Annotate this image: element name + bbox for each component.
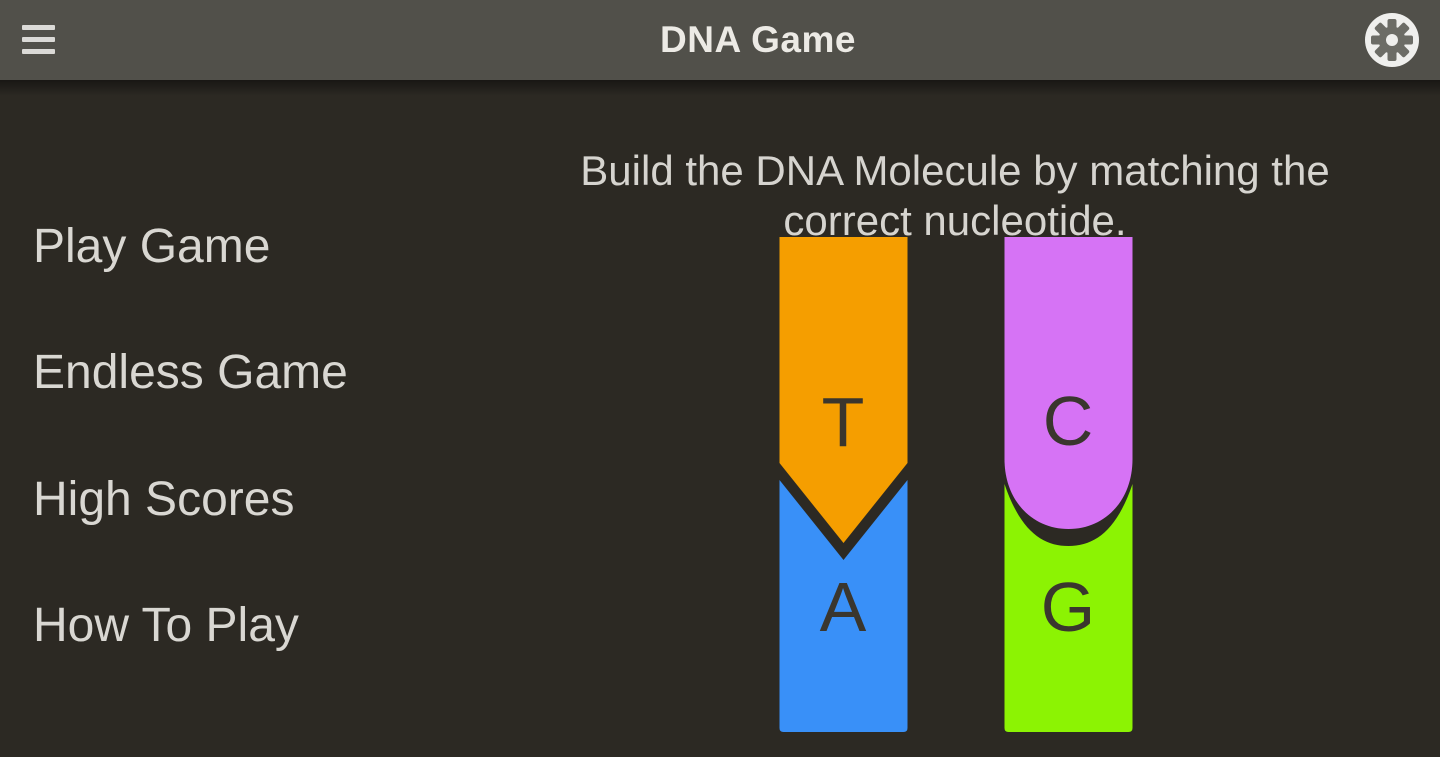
hamburger-bar [22,37,55,42]
app-bar: DNA Game [0,0,1440,80]
instruction-text: Build the DNA Molecule by matching the c… [580,147,1330,244]
nucleotide-piece-c [1004,237,1133,529]
nucleotide-pair-ta [779,237,908,732]
menu-item-play-game[interactable]: Play Game [33,220,271,273]
menu-item-endless-game[interactable]: Endless Game [33,346,348,399]
app-title: DNA Game [660,19,856,60]
hamburger-menu-icon[interactable] [22,25,55,55]
menu-item-high-scores[interactable]: High Scores [33,473,295,526]
nucleotide-piece-a [779,480,908,732]
nucleotide-piece-g [1004,484,1133,732]
settings-button[interactable] [1364,12,1420,68]
menu-item-how-to-play[interactable]: How To Play [33,599,299,652]
app-bar-shadow [0,80,1440,96]
hamburger-bar [22,49,55,54]
nucleotide-piece-t [779,237,908,543]
gear-icon [1365,13,1419,67]
hamburger-bar [22,25,55,30]
nucleotide-pair-cg [1004,237,1133,732]
